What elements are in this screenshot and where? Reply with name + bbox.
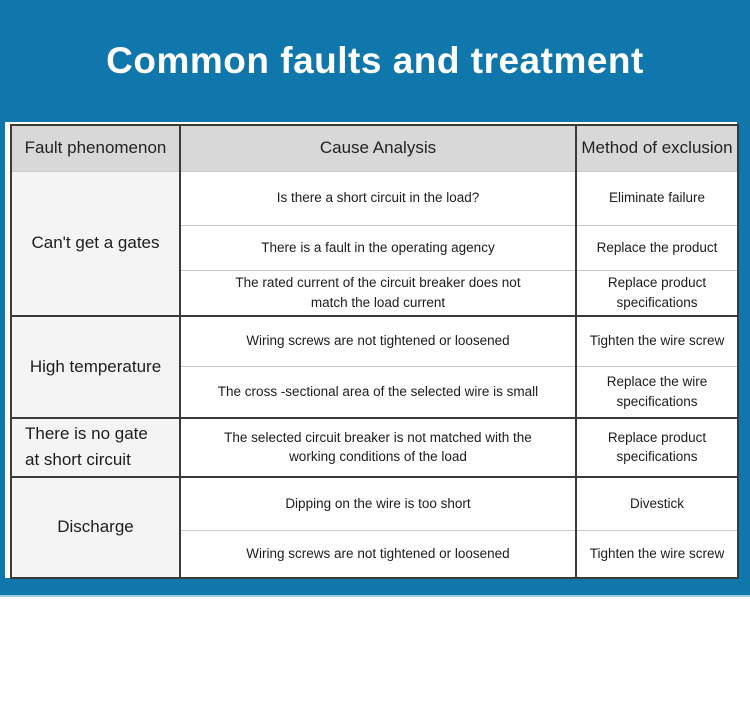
header-cell-cause-analysis: Cause Analysis <box>179 124 577 172</box>
cause-cell: There is a fault in the operating agency <box>179 224 577 271</box>
table-row: Wiring screws are not tightened or loose… <box>11 530 739 579</box>
table-header-row: Fault phenomenon Cause Analysis Method o… <box>10 124 739 172</box>
method-cell: Replace product specifications <box>575 417 739 478</box>
method-cell: Replace product specifications <box>575 269 739 317</box>
cause-cell: Is there a short circuit in the load? <box>179 170 577 226</box>
table-row: There is no gate at short circuit The se… <box>10 417 739 478</box>
table-row: High temperature Wiring screws are not t… <box>10 315 739 419</box>
cause-cell: Dipping on the wire is too short <box>179 476 577 532</box>
table-row: Can't get a gates Is there a short circu… <box>10 170 739 317</box>
header-cell-fault-phenomenon: Fault phenomenon <box>10 124 181 172</box>
method-cell: Tighten the wire screw <box>575 315 739 367</box>
fault-cell: There is no gate at short circuit <box>10 417 181 478</box>
method-cell: Eliminate failure <box>575 170 739 226</box>
method-cell: Tighten the wire screw <box>575 530 739 579</box>
cause-cell: The rated current of the circuit breaker… <box>179 269 577 317</box>
method-cell: Divestick <box>575 476 739 532</box>
header-cell-method-of-exclusion: Method of exclusion <box>575 124 739 172</box>
table-row: The rated current of the circuit breaker… <box>11 269 739 317</box>
cause-cell: Wiring screws are not tightened or loose… <box>179 315 577 367</box>
table-row: There is a fault in the operating agency… <box>11 224 739 271</box>
faults-table: Fault phenomenon Cause Analysis Method o… <box>10 124 739 579</box>
method-cell: Replace the wire specifications <box>575 365 739 419</box>
cause-cell: Wiring screws are not tightened or loose… <box>179 530 577 579</box>
method-cell: Replace the product <box>575 224 739 271</box>
cause-cell: The cross -sectional area of the selecte… <box>179 365 577 419</box>
page-title: Common faults and treatment <box>106 40 644 81</box>
fault-cell: Discharge <box>10 476 181 579</box>
page-banner: Common faults and treatment <box>0 0 750 122</box>
fault-cell: High temperature <box>10 315 181 419</box>
table-row: The cross -sectional area of the selecte… <box>11 365 739 419</box>
cause-cell: The selected circuit breaker is not matc… <box>179 417 577 478</box>
fault-cell: Can't get a gates <box>10 170 181 317</box>
table-row: Discharge Dipping on the wire is too sho… <box>10 476 739 579</box>
